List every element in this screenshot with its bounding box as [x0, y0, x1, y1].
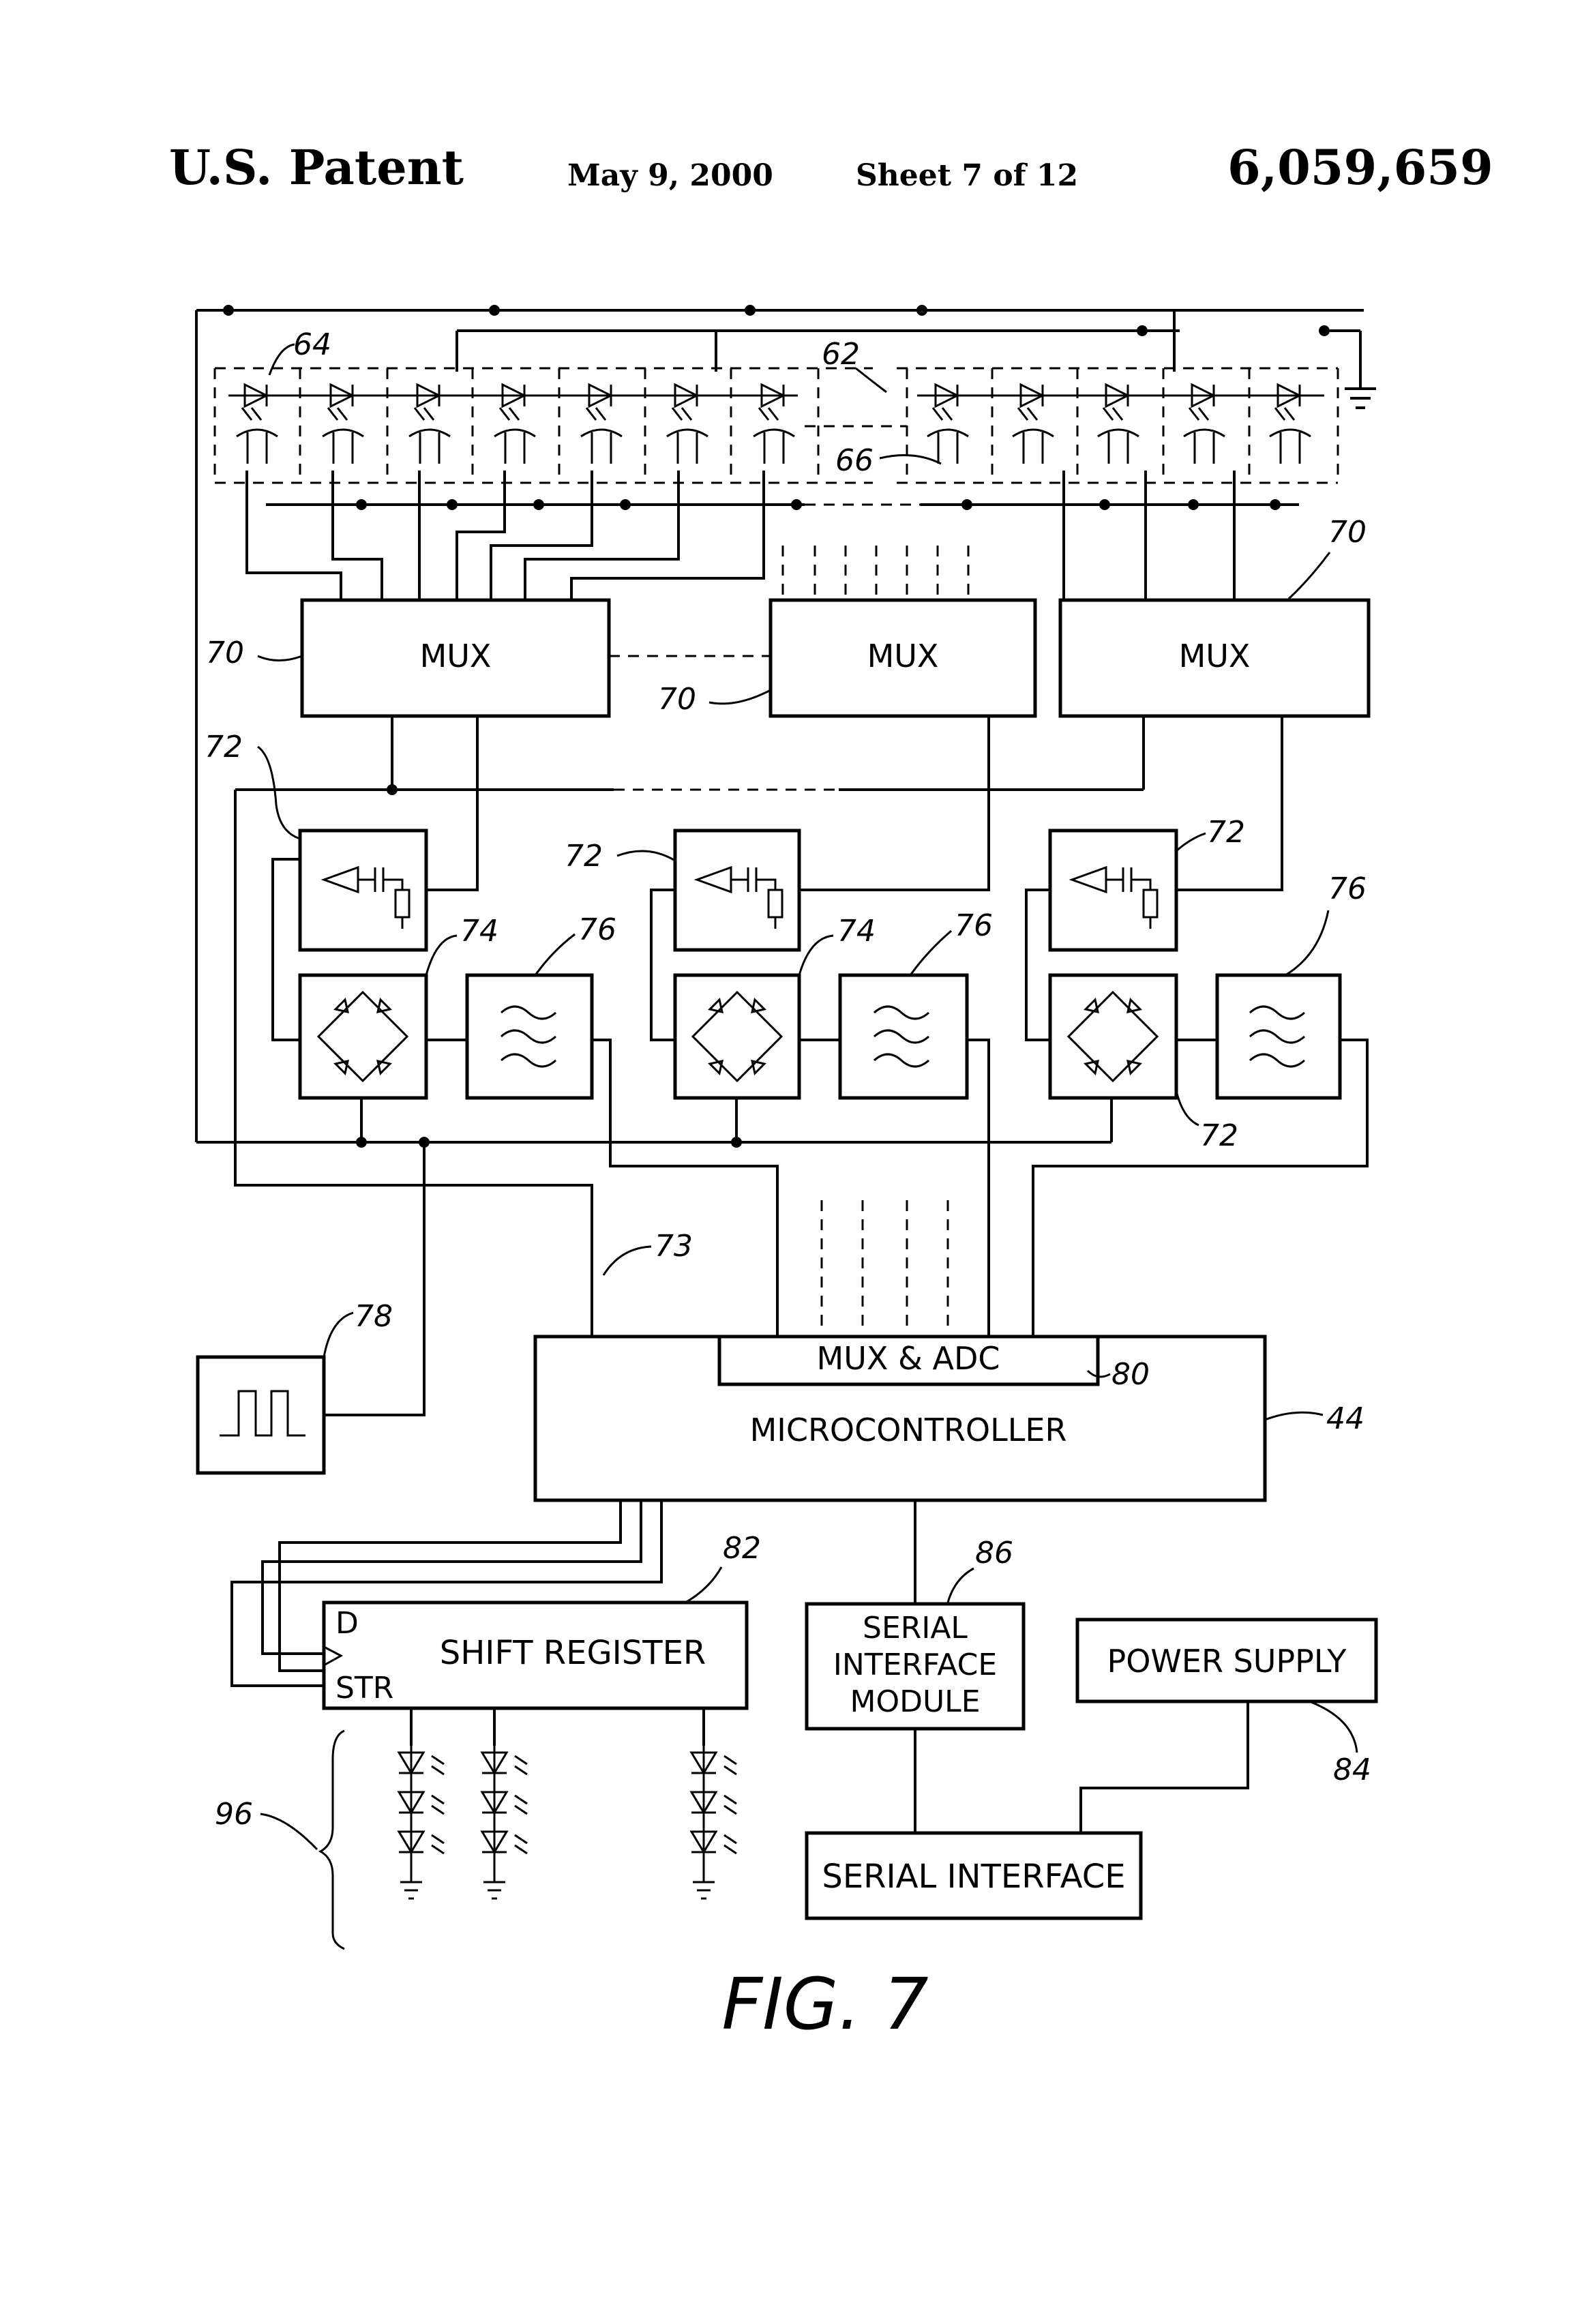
ref-62: 62 [822, 337, 860, 372]
phototransistor-row [237, 408, 1311, 464]
amplifier-block-2 [675, 831, 799, 950]
ref-78: 78 [355, 1299, 393, 1334]
ref-72-right-leader [1176, 833, 1206, 851]
ref-84: 84 [1333, 1753, 1371, 1787]
ref-74-left: 74 [460, 914, 498, 949]
microcontroller-label: MICROCONTROLLER [750, 1412, 1067, 1448]
serial-interface-module-line2: INTERFACE [833, 1648, 997, 1682]
ref-82-leader [685, 1567, 721, 1603]
ref-76-right: 76 [1328, 872, 1367, 906]
ref-72-top-leader [258, 747, 300, 839]
amplifier-block-3 [1050, 831, 1176, 950]
ref-72-bottom-leader [1176, 1091, 1199, 1125]
ref-80: 80 [1111, 1357, 1150, 1392]
led-string-right [917, 385, 1324, 406]
ref-64-leader [269, 344, 295, 375]
shift-register-pin-d: D [335, 1606, 359, 1641]
mux-adc-label: MUX & ADC [817, 1340, 1000, 1377]
ref-74-left-leader [426, 936, 457, 975]
ref-70-middle-leader [709, 690, 771, 704]
indicator-led-columns [320, 1708, 736, 1949]
ref-72-top: 72 [205, 730, 243, 764]
ref-70-right: 70 [1328, 515, 1367, 550]
ref-72-middle: 72 [565, 839, 603, 874]
ref-96-leader [260, 1814, 317, 1849]
ref-74-middle-leader [799, 936, 833, 975]
header-sheet: Sheet 7 of 12 [856, 158, 1078, 193]
ref-86: 86 [975, 1536, 1013, 1570]
clock-oscillator [198, 1357, 324, 1473]
figure-label: FIG. 7 [721, 1963, 928, 2046]
ref-76-left-leader [535, 934, 575, 975]
low-pass-filter-3 [1217, 975, 1340, 1098]
ref-86-leader [948, 1568, 974, 1603]
ref-84-leader [1309, 1701, 1357, 1753]
ref-78-leader [324, 1313, 353, 1357]
mux-block-1-label: MUX [420, 638, 492, 674]
ref-70-left: 70 [206, 636, 244, 670]
led-string-left [228, 385, 798, 406]
ref-73-leader [603, 1247, 651, 1275]
low-pass-filter-2 [840, 975, 967, 1098]
ref-70-middle: 70 [658, 682, 696, 717]
serial-interface-label: SERIAL INTERFACE [822, 1858, 1125, 1896]
ref-76-right-leader [1285, 910, 1328, 975]
mux-block-3-label: MUX [1179, 638, 1251, 674]
serial-interface-module-line1: SERIAL [863, 1611, 968, 1645]
ref-72-bottom: 72 [1200, 1118, 1238, 1153]
ref-74-middle: 74 [837, 914, 876, 949]
ref-76-middle: 76 [955, 908, 993, 943]
emitter-bus [266, 499, 1299, 510]
ground-symbol [1345, 378, 1376, 408]
ref-44-leader [1265, 1412, 1323, 1420]
low-pass-filter-1 [467, 975, 592, 1098]
ref-72-middle-leader [617, 851, 675, 861]
ref-66-leader [880, 456, 941, 464]
rectifier-bridge-1 [300, 975, 426, 1098]
ref-70-right-leader [1289, 552, 1330, 599]
ref-72-right: 72 [1207, 815, 1245, 850]
ref-44: 44 [1326, 1401, 1364, 1436]
ref-82: 82 [723, 1531, 761, 1566]
ref-66: 66 [835, 443, 874, 478]
photo-sensor-array [215, 368, 1338, 483]
ref-70-left-leader [258, 656, 302, 661]
ref-96: 96 [215, 1797, 253, 1832]
shift-register-label: SHIFT REGISTER [440, 1634, 706, 1672]
ref-76-middle-leader [910, 931, 951, 975]
ref-64: 64 [293, 327, 331, 362]
amplifier-block-1 [300, 831, 426, 950]
header-patent-number: 6,059,659 [1227, 139, 1493, 196]
power-to-serial-wire [1081, 1701, 1248, 1833]
serial-interface-module-line3: MODULE [850, 1684, 981, 1719]
header-date: May 9, 2000 [567, 158, 773, 193]
mux-block-2-label: MUX [867, 638, 939, 674]
rectifier-bridge-3 [1050, 975, 1176, 1098]
header-title: U.S. Patent [169, 139, 464, 196]
power-supply-label: POWER SUPPLY [1107, 1643, 1347, 1680]
ref-73: 73 [655, 1229, 693, 1264]
rectifier-bridge-2 [675, 975, 799, 1098]
ref-62-leader [856, 368, 886, 392]
ref-76-left: 76 [578, 912, 616, 947]
sensor-to-mux-wiring [247, 471, 1234, 600]
shift-register-pin-str: STR [335, 1671, 393, 1705]
